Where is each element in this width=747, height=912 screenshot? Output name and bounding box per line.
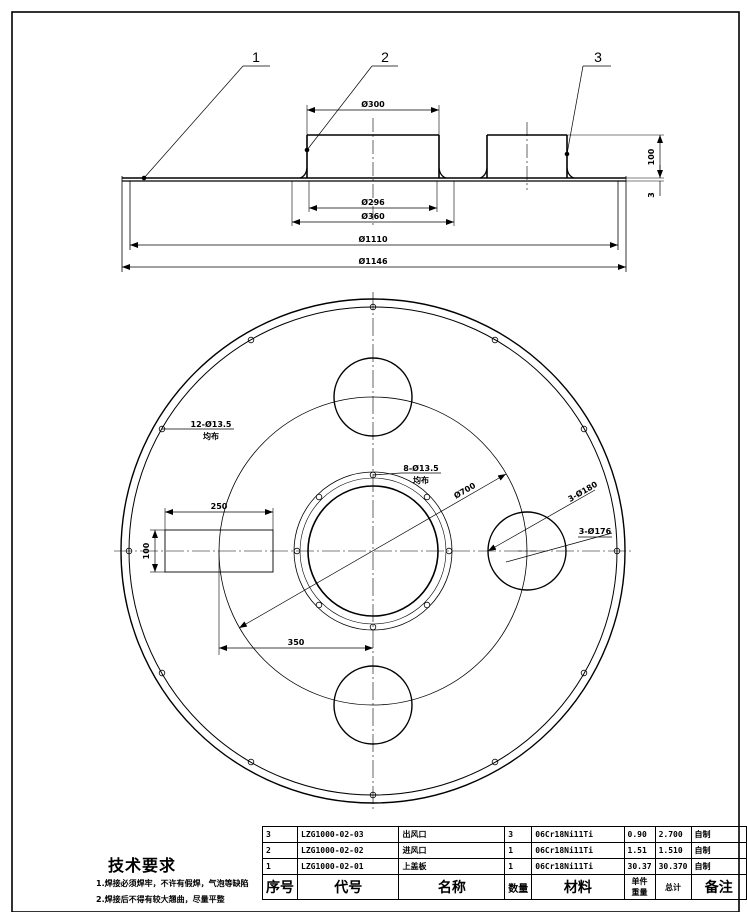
dim-d300: Ø300 xyxy=(361,99,385,109)
dim-t3: 3 xyxy=(647,192,656,198)
drawing-frame xyxy=(11,11,740,912)
bom-code: LZG1000-02-01 xyxy=(296,858,400,875)
plan-view xyxy=(114,292,632,810)
bom-code: LZG1000-02-03 xyxy=(296,826,400,843)
bom-total: 1.510 xyxy=(654,842,692,859)
bom-header-weight: 重量 xyxy=(631,888,648,897)
bom-row: 2 LZG1000-02-02 进风口 1 06Cr18Ni11Ti 1.51 … xyxy=(262,842,747,859)
bom-seq: 1 xyxy=(262,858,298,875)
bom-remark: 自制 xyxy=(690,826,747,843)
bom-qty: 3 xyxy=(504,826,533,843)
dim-d180: 3-Ø180 xyxy=(566,479,599,504)
bom-header-unit-label: 单件 xyxy=(631,877,648,886)
bom-name: 出风口 xyxy=(398,826,506,843)
outer-bolt-holes xyxy=(125,303,621,799)
dim-len350: 350 xyxy=(288,638,305,647)
bom-qty: 1 xyxy=(504,842,533,859)
technical-notes: 技术要求 1.焊接必须焊牢，不许有假焊，气泡等缺陷 2.焊接后不得有较大翘曲，尽… xyxy=(96,852,266,908)
bom-qty: 1 xyxy=(504,858,533,875)
note-line-1: 1.焊接必须焊牢，不许有假焊，气泡等缺陷 xyxy=(96,879,249,888)
bom-header-material: 材料 xyxy=(531,874,625,900)
bom-remark: 自制 xyxy=(690,842,747,859)
bom-header-name: 名称 xyxy=(398,874,506,900)
bom-unit: 0.90 xyxy=(623,826,656,843)
bom-seq: 3 xyxy=(262,826,298,843)
bom-header-total: 总计 xyxy=(654,874,692,900)
dim-h100: 100 xyxy=(647,148,656,165)
dim-d360: Ø360 xyxy=(361,211,385,221)
bom-unit: 1.51 xyxy=(623,842,656,859)
callout-2: 2 xyxy=(381,49,389,65)
bom-material: 06Cr18Ni11Ti xyxy=(531,826,625,843)
label-outer-holes: 12-Ø13.5 xyxy=(191,419,232,429)
dim-w100: 100 xyxy=(142,542,151,559)
bom-code: LZG1000-02-02 xyxy=(296,842,400,859)
callout-3: 3 xyxy=(594,49,602,65)
dim-len250: 250 xyxy=(211,502,228,511)
bom-material: 06Cr18Ni11Ti xyxy=(531,858,625,875)
bom-total: 2.700 xyxy=(654,826,692,843)
dim-d296: Ø296 xyxy=(361,197,385,207)
bom-row: 3 LZG1000-02-03 出风口 3 06Cr18Ni11Ti 0.90 … xyxy=(262,826,747,843)
dim-d176: 3-Ø176 xyxy=(579,526,612,536)
label-outer-holes-even: 均布 xyxy=(203,431,219,441)
notes-title: 技术要求 xyxy=(108,856,177,875)
bom-header-row: 序号 代号 名称 数量 材料 单件重量 总计 备注 xyxy=(262,874,747,900)
bill-of-materials: 3 LZG1000-02-03 出风口 3 06Cr18Ni11Ti 0.90 … xyxy=(262,826,747,900)
bom-total: 30.370 xyxy=(654,858,692,875)
label-inner-holes-even: 均布 xyxy=(413,475,429,485)
bom-material: 06Cr18Ni11Ti xyxy=(531,842,625,859)
bom-header-qty: 数量 xyxy=(504,874,533,900)
bom-header-unit: 单件重量 xyxy=(623,874,656,900)
bom-row: 1 LZG1000-02-01 上盖板 1 06Cr18Ni11Ti 30.37… xyxy=(262,858,747,875)
dim-d1110: Ø1110 xyxy=(358,234,388,244)
bom-header-seq: 序号 xyxy=(262,874,298,900)
bom-seq: 2 xyxy=(262,842,298,859)
bom-header-remark: 备注 xyxy=(690,874,747,900)
callout-1: 1 xyxy=(252,49,260,65)
note-line-2: 2.焊接后不得有较大翘曲，尽量平整 xyxy=(96,895,225,904)
bom-remark: 自制 xyxy=(690,858,747,875)
bom-header-code: 代号 xyxy=(296,874,400,900)
bom-unit: 30.37 xyxy=(623,858,656,875)
dim-d1146: Ø1146 xyxy=(358,256,388,266)
bom-name: 进风口 xyxy=(398,842,506,859)
label-inner-holes: 8-Ø13.5 xyxy=(403,463,439,473)
bom-name: 上盖板 xyxy=(398,858,506,875)
section-view xyxy=(121,65,664,272)
